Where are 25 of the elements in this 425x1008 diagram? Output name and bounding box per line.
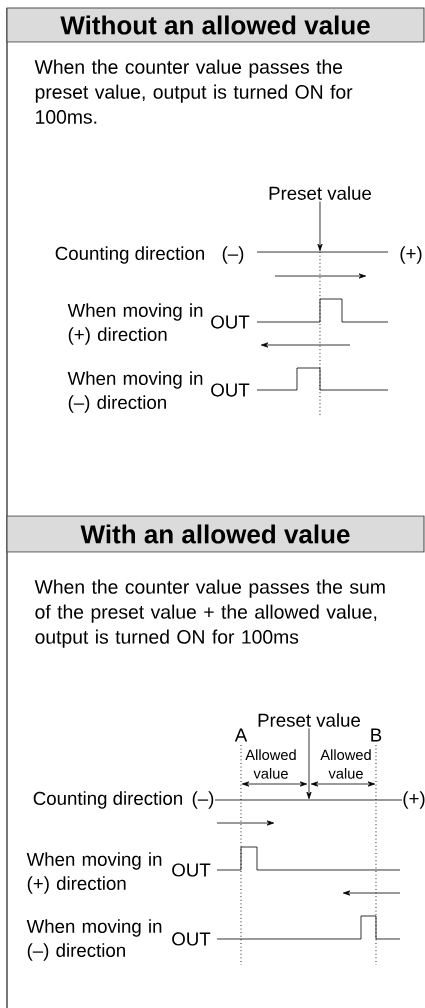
signal-label: OUT: [211, 383, 250, 397]
signal-label: OUT: [211, 315, 250, 329]
row-label: When moving in (–) direction: [67, 371, 203, 413]
signal-label: OUT: [172, 863, 211, 877]
sign-label: (–): [192, 791, 214, 809]
point-label: A: [234, 728, 248, 742]
row-label: When moving in (+) direction: [26, 852, 162, 894]
arrow: [317, 201, 323, 252]
description-text: When the counter value passes the sum of the preset value + the allowed value, output is turned ON for 100ms: [34, 579, 385, 648]
section-header: Without an allowed value: [6, 7, 425, 43]
arrow: [306, 728, 312, 800]
sign-label: (–): [222, 246, 244, 264]
axis-label: Counting direction: [33, 791, 182, 809]
value-label: Preset value: [258, 713, 360, 727]
sign-label: (+): [403, 791, 425, 809]
row-label: When moving in (+) direction: [67, 303, 203, 345]
dimension-label: Allowed value: [320, 749, 371, 779]
dimension-label: Allowed value: [245, 749, 296, 779]
row-label: When moving in (–) direction: [26, 919, 162, 961]
value-label: Preset value: [269, 186, 371, 200]
sign-label: (+): [400, 246, 422, 264]
signal-label: OUT: [172, 932, 211, 946]
point-label: B: [371, 728, 382, 742]
axis-label: Counting direction: [55, 246, 204, 264]
section-header: With an allowed value: [6, 515, 425, 553]
